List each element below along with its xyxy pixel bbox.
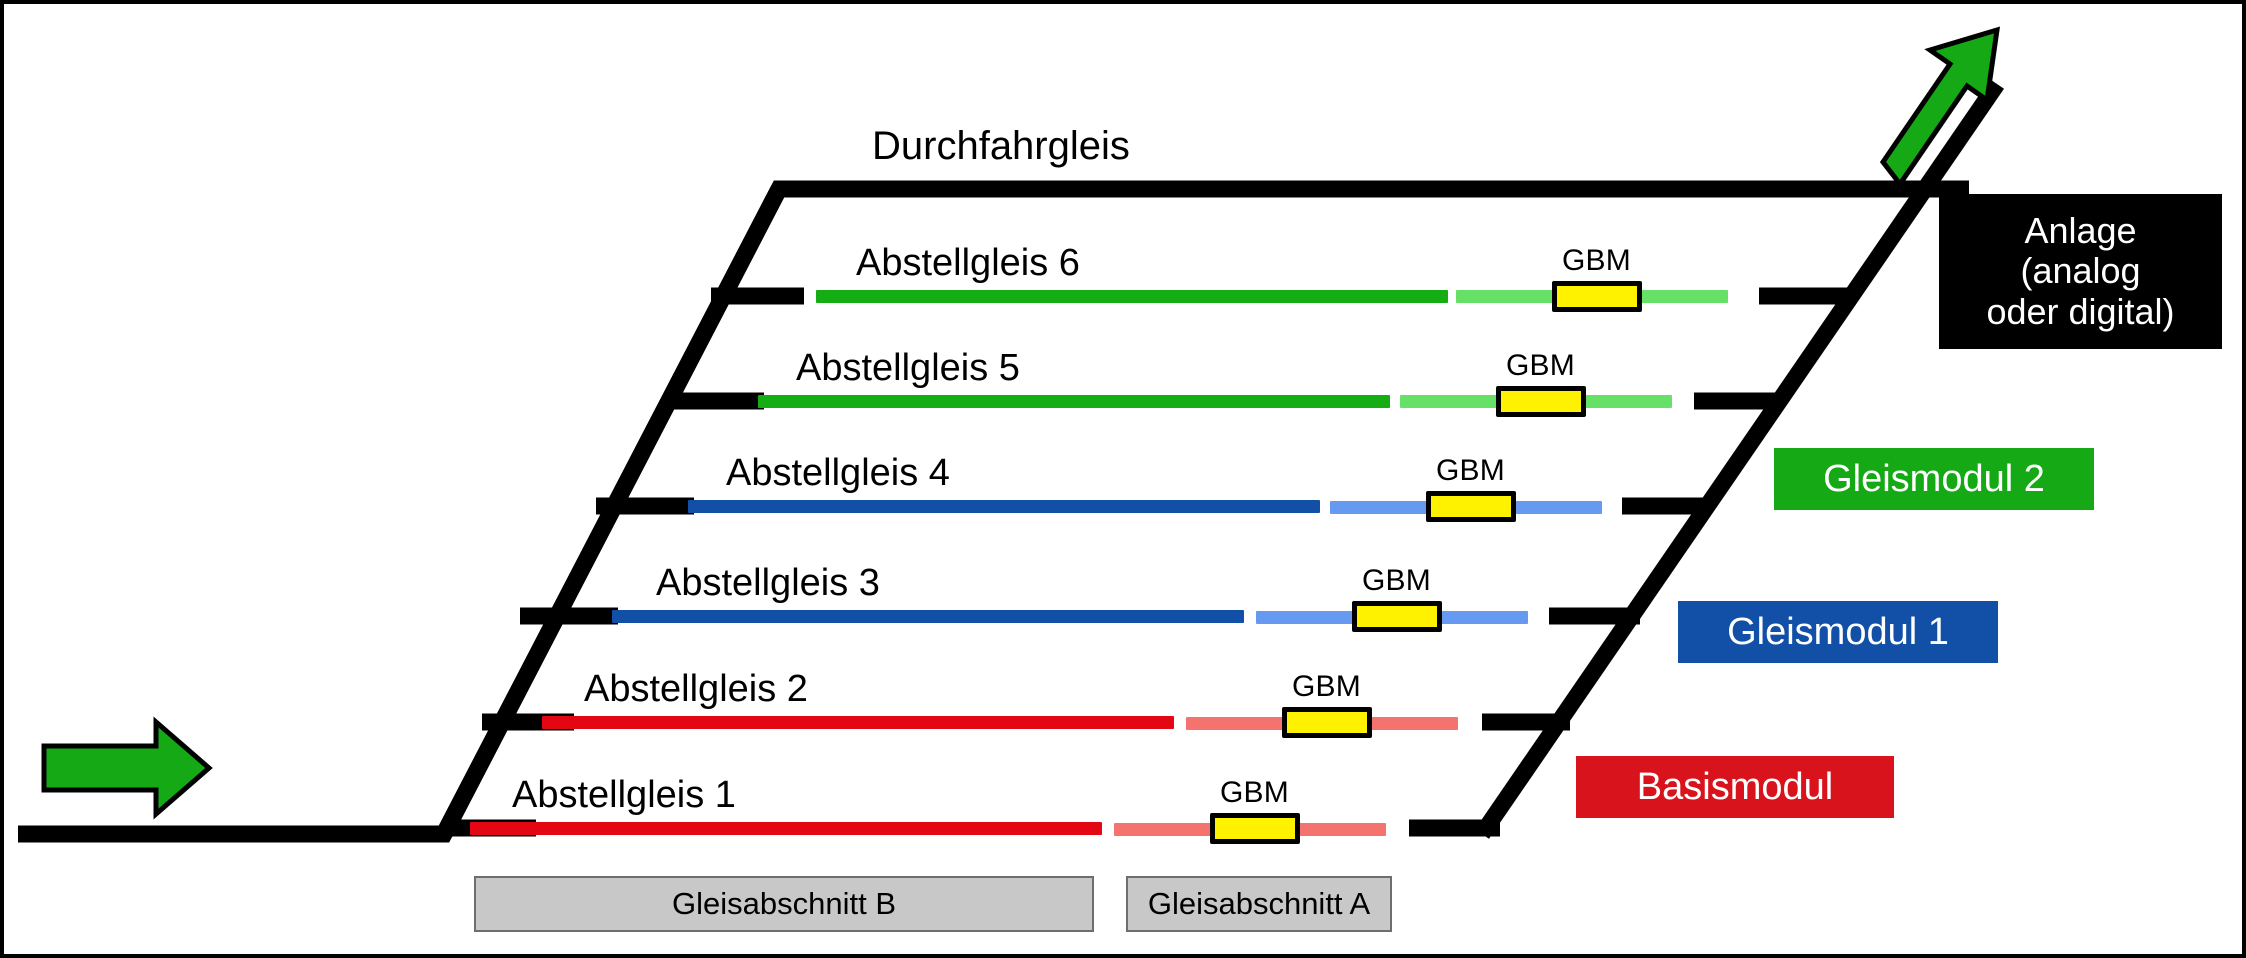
track-label-abstellgleis-1: Abstellgleis 1 xyxy=(512,774,736,816)
entry-arrow-icon xyxy=(41,716,213,820)
gbm-label-2: GBM xyxy=(1292,670,1361,703)
track-label-abstellgleis-6: Abstellgleis 6 xyxy=(856,242,1080,284)
track-label-abstellgleis-2: Abstellgleis 2 xyxy=(584,668,808,710)
track-main-segment-1 xyxy=(470,822,1102,835)
gbm-block-6 xyxy=(1552,281,1642,312)
track-main-segment-4 xyxy=(688,500,1320,513)
track-label-abstellgleis-3: Abstellgleis 3 xyxy=(656,562,880,604)
rail-network xyxy=(18,26,2005,843)
track-label-abstellgleis-5: Abstellgleis 5 xyxy=(796,347,1020,389)
gbm-label-6: GBM xyxy=(1562,244,1631,277)
gbm-block-2 xyxy=(1282,707,1372,738)
gbm-block-4 xyxy=(1426,491,1516,522)
legend-gleismodul-2: Gleismodul 2 xyxy=(1774,448,2094,510)
track-label-abstellgleis-4: Abstellgleis 4 xyxy=(726,452,950,494)
gbm-label-4: GBM xyxy=(1436,454,1505,487)
section-box-gleisabschnitt-a: Gleisabschnitt A xyxy=(1126,876,1392,932)
legend-anlage: Anlage (analog oder digital) xyxy=(1939,194,2222,349)
legend-anlage-line2: (analog xyxy=(2020,250,2141,292)
right-diagonal-rail xyxy=(1474,79,2005,839)
track-main-segment-3 xyxy=(612,610,1244,623)
gbm-label-3: GBM xyxy=(1362,564,1431,597)
gbm-label-5: GBM xyxy=(1506,349,1575,382)
gbm-block-5 xyxy=(1496,386,1586,417)
track-main-segment-2 xyxy=(542,716,1174,729)
gbm-block-3 xyxy=(1352,601,1442,632)
legend-basismodul: Basismodul xyxy=(1576,756,1894,818)
exit-arrow-icon xyxy=(1879,26,2001,189)
gbm-label-1: GBM xyxy=(1220,776,1289,809)
track-main-segment-6 xyxy=(816,290,1448,303)
legend-gleismodul-1: Gleismodul 1 xyxy=(1678,601,1998,663)
track-main-segment-5 xyxy=(758,395,1390,408)
legend-anlage-line3: oder digital) xyxy=(1986,290,2175,332)
gbm-block-1 xyxy=(1210,813,1300,844)
durchfahrgleis-label: Durchfahrgleis xyxy=(872,124,1130,168)
section-box-gleisabschnitt-b: Gleisabschnitt B xyxy=(474,876,1094,932)
legend-anlage-line1: Anlage xyxy=(2024,210,2137,252)
